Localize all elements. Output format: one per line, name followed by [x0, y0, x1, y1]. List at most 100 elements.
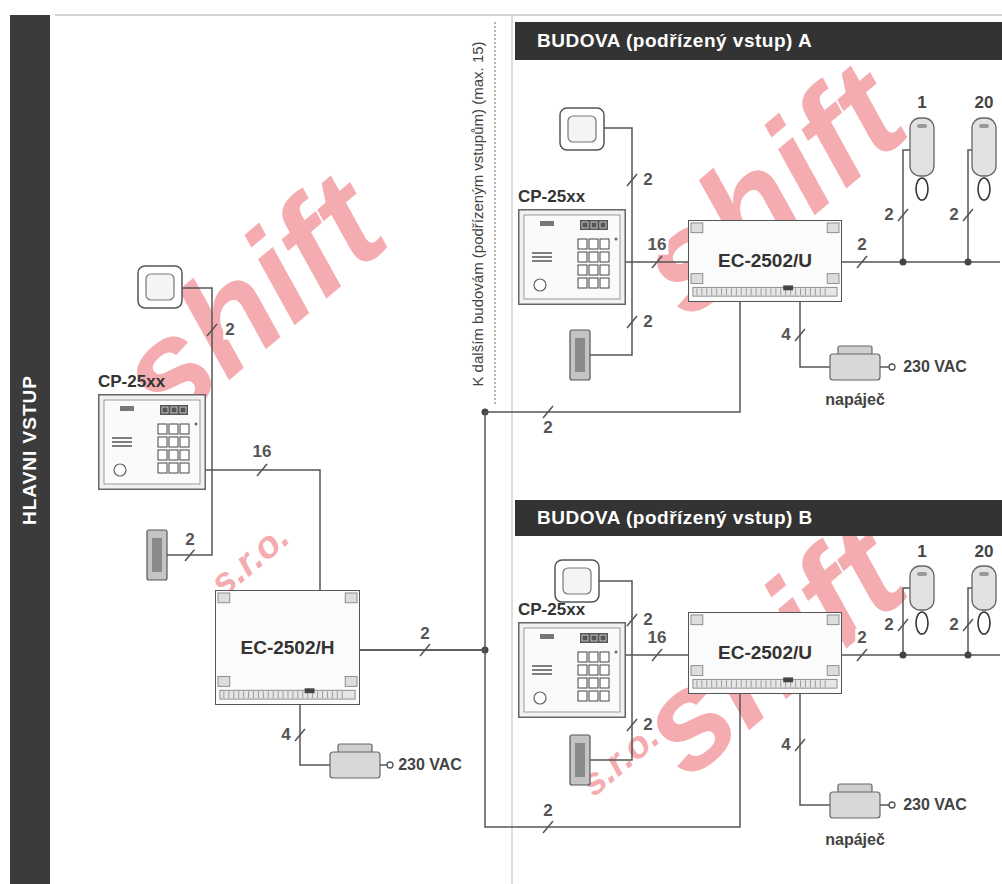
keypad-key — [600, 665, 609, 675]
terminal — [795, 288, 796, 295]
panel-logo — [120, 406, 134, 411]
power-supply — [830, 792, 880, 818]
door-panel-illustration — [98, 394, 206, 490]
bell-button — [138, 266, 182, 308]
keypad-key — [578, 678, 587, 688]
keypad-key — [589, 652, 598, 662]
connector-block — [783, 677, 793, 682]
terminal — [716, 680, 717, 687]
handset-body — [910, 566, 934, 610]
keypad-key — [169, 437, 178, 447]
panel-logo — [540, 634, 554, 639]
terminal — [761, 680, 762, 687]
wire-count: 2 — [223, 321, 236, 340]
terminal — [278, 691, 279, 698]
terminal — [756, 680, 757, 687]
terminal — [233, 691, 234, 698]
terminal — [815, 288, 816, 295]
wire-count: 2 — [947, 616, 960, 635]
keypad-key — [578, 239, 587, 249]
wire-connector — [206, 470, 320, 590]
mounting-tab — [691, 666, 703, 676]
terminal — [746, 288, 747, 295]
controller-box: EC-2502/U — [688, 612, 842, 694]
vertical-note: K dalším budovám (podřízeným vstupům) (m… — [470, 39, 487, 388]
panel-logo — [540, 221, 554, 226]
power-label: 230 VAC — [901, 796, 969, 814]
junction-dot — [965, 259, 972, 266]
terminal-strip — [693, 679, 837, 688]
handset-earpiece — [917, 124, 927, 128]
terminal — [322, 691, 323, 698]
panel-frame — [99, 395, 206, 490]
door-lock-strike — [152, 538, 162, 572]
wire — [842, 654, 1000, 656]
terminal — [825, 288, 826, 295]
terminal — [721, 680, 722, 687]
power-label: 230 VAC — [901, 358, 969, 376]
wire-count-tick — [857, 256, 867, 268]
keypad-key — [589, 278, 598, 288]
bell-button-key — [146, 274, 174, 300]
keypad-key — [589, 665, 598, 675]
junction-dot — [900, 652, 907, 659]
handset-cord — [916, 178, 928, 200]
terminal — [696, 680, 697, 687]
terminal-strip — [693, 287, 837, 296]
wire — [380, 764, 387, 766]
terminal — [756, 288, 757, 295]
bell-button — [555, 560, 599, 602]
wire-count: 2 — [541, 419, 554, 438]
mounting-tab — [691, 274, 703, 284]
mounting-tab — [827, 223, 839, 233]
wire-count: 2 — [641, 611, 654, 630]
bell-button — [560, 108, 604, 150]
power-supply — [830, 354, 880, 380]
junction-dot — [965, 652, 972, 659]
terminal — [287, 691, 288, 698]
entrance-band: HLAVNI VSTUP — [10, 15, 50, 884]
power-label: napáječ — [823, 391, 887, 409]
handset-cord — [916, 612, 928, 634]
terminal — [248, 691, 249, 698]
callout-number: 20 — [975, 94, 994, 113]
wire-count: 2 — [855, 629, 868, 648]
terminal — [238, 691, 239, 698]
wire-count: 2 — [641, 716, 654, 735]
terminal — [721, 288, 722, 295]
door-lock-strike — [575, 743, 585, 777]
terminal — [302, 691, 303, 698]
wire — [300, 705, 330, 765]
terminal — [711, 288, 712, 295]
speaker-grill — [112, 445, 132, 447]
wire-count: 2 — [418, 625, 431, 644]
wire — [880, 804, 889, 806]
wire — [800, 694, 830, 805]
wire-connector — [360, 302, 740, 650]
terminal-strip — [220, 690, 355, 699]
mounting-tab — [345, 676, 357, 686]
controller-box: EC-2502/U — [688, 220, 842, 302]
power-label: napáječ — [823, 831, 887, 849]
door-panel-illustration — [518, 622, 626, 718]
terminal — [736, 288, 737, 295]
terminal — [780, 288, 781, 295]
speaker-grill — [532, 669, 552, 671]
panel-face — [104, 400, 200, 484]
wire-count: 16 — [251, 443, 274, 462]
terminal — [741, 288, 742, 295]
mounting-tab — [827, 274, 839, 284]
terminal — [228, 691, 229, 698]
panel-frame — [519, 210, 626, 305]
terminal — [701, 288, 702, 295]
keypad-key — [589, 691, 598, 701]
terminal — [765, 680, 766, 687]
keypad-key — [600, 239, 609, 249]
wire-count-tick — [207, 324, 217, 336]
door-panel: CP-25xx — [518, 187, 626, 305]
building-header: BUDOVA (podřízený vstup) B — [515, 500, 1002, 536]
panel-face — [524, 628, 620, 712]
keypad-key — [578, 691, 587, 701]
keypad-key — [600, 691, 609, 701]
